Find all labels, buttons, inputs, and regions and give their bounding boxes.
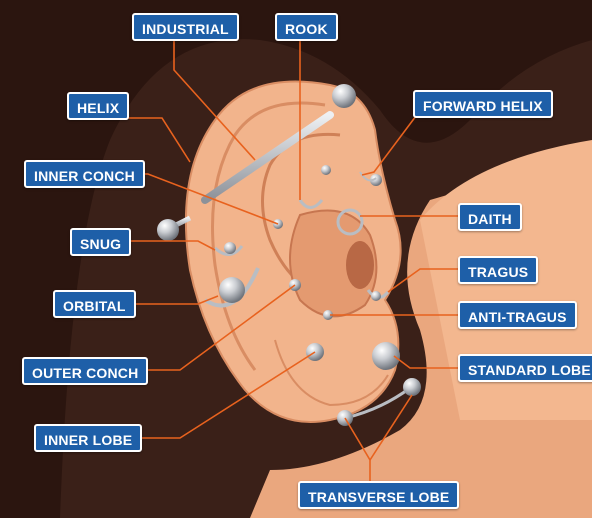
transverse-lobe-ball-right — [403, 378, 421, 396]
label-orbital: ORBITAL — [53, 290, 136, 318]
label-daith: DAITH — [458, 203, 522, 231]
standard-lobe-stud — [372, 342, 400, 370]
label-helix: HELIX — [67, 92, 130, 120]
concha-bowl — [289, 209, 378, 318]
label-rook: ROOK — [275, 13, 338, 41]
leader-industrial — [173, 40, 256, 161]
anti-tragus-stud — [323, 310, 333, 320]
label-forward-helix: FORWARD HELIX — [413, 90, 553, 118]
label-inner-lobe: INNER LOBE — [34, 424, 143, 452]
snug-ball — [224, 242, 236, 254]
forward-helix-hoop — [359, 171, 377, 182]
label-standard-lobe: STANDARD LOBE — [458, 354, 592, 382]
label-industrial: INDUSTRIAL — [132, 13, 239, 41]
rook-hoop — [298, 199, 324, 209]
daith-ring — [336, 208, 364, 236]
tragus-ball — [371, 291, 381, 301]
leader-tragus — [387, 268, 460, 293]
ear-canal — [346, 241, 374, 289]
leader-orbital — [120, 295, 219, 305]
forward-helix-ball — [370, 174, 382, 186]
label-outer-conch: OUTER CONCH — [22, 357, 149, 385]
leader-forward-helix — [361, 115, 417, 176]
label-inner-conch: INNER CONCH — [24, 160, 145, 188]
label-tragus: TRAGUS — [458, 256, 539, 284]
snug-left-ball — [157, 219, 179, 241]
industrial-bar — [201, 111, 334, 204]
snug-hoop — [213, 245, 244, 256]
label-transverse-lobe: TRANSVERSE LOBE — [298, 481, 460, 509]
top-helix-ball — [332, 84, 356, 108]
label-snug: SNUG — [70, 228, 132, 256]
orbital-ball — [219, 277, 245, 303]
rook-ball — [321, 165, 331, 175]
leader-standard-lobe — [393, 355, 460, 369]
leader-helix — [118, 117, 191, 163]
leader-snug — [118, 240, 216, 251]
leader-transverse-lobe-right — [369, 394, 413, 461]
ear-lobe — [274, 339, 389, 407]
label-anti-tragus: ANTI-TRAGUS — [458, 301, 577, 329]
